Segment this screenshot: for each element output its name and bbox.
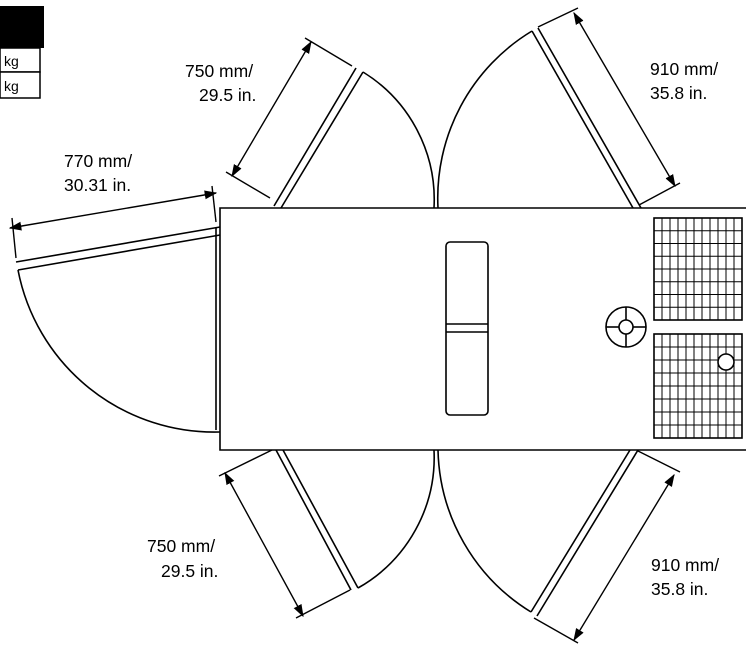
dimension-in: 29.5 in. [161,561,218,581]
left-rear-door [15,226,221,433]
dimension-line-top-left [225,37,353,199]
center-console [445,241,489,416]
steering-wheel-icon [605,306,647,348]
dimension-label-top-right: 910 mm/ 35.8 in. [650,59,718,103]
dimension-in: 30.31 in. [64,175,131,195]
bottom-right-door [437,449,639,617]
dimension-mm: 910 mm/ [651,555,719,575]
dimension-line-top-right [537,7,681,206]
weight-unit-label: kg [4,78,19,94]
weight-table-header [0,6,44,48]
dimension-mm: 750 mm/ [185,61,253,81]
dimension-in: 35.8 in. [651,579,708,599]
weight-table: kg kg [0,6,44,99]
dimension-line-left [8,185,218,259]
weight-unit-label: kg [4,53,19,69]
dimension-line-bottom-right [533,450,681,644]
top-left-door [273,67,436,209]
vehicle-body [215,207,746,451]
dimension-mm: 910 mm/ [650,59,718,79]
dimension-in: 35.8 in. [650,83,707,103]
dimension-mm: 750 mm/ [147,536,215,556]
dimension-label-top-left: 750 mm/ 29.5 in. [185,61,256,105]
dimension-in: 29.5 in. [199,85,256,105]
dimension-label-left: 770 mm/ 30.31 in. [64,151,132,195]
vehicle-body-outline [219,207,746,451]
dimension-label-bottom-left: 750 mm/ 29.5 in. [147,536,218,581]
bottom-left-door [275,449,435,591]
dimension-mm: 770 mm/ [64,151,132,171]
dimension-label-bottom-right: 910 mm/ 35.8 in. [651,555,719,599]
dimension-line-bottom-left [218,449,351,619]
top-right-door [436,27,642,209]
grille-sensor-icon [717,353,735,371]
weight-table-row [0,71,41,99]
